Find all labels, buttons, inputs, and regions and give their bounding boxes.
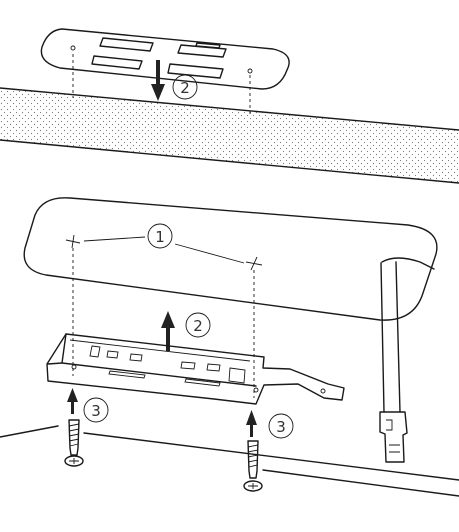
svg-text:3: 3: [91, 402, 101, 420]
callout-3-right: 3: [268, 413, 294, 439]
mounting-bracket: [46, 333, 345, 405]
ceiling-slab: [0, 87, 459, 184]
callout-2-bottom: 2: [185, 312, 211, 338]
callout-1: 1: [147, 223, 173, 249]
device-unit: [40, 28, 290, 90]
screw-icon: [64, 419, 84, 467]
network-cable-rj45-icon: [379, 261, 408, 463]
svg-text:3: 3: [276, 418, 286, 436]
alignment-lines-top: [72, 54, 251, 115]
svg-text:1: 1: [155, 228, 165, 246]
svg-text:2: 2: [193, 317, 203, 335]
callout-2-top: 2: [172, 74, 198, 100]
arrow-up-icon: [246, 410, 257, 437]
lower-surface: [0, 425, 459, 497]
arrow-up-icon: [67, 388, 78, 414]
arrow-down-icon: [151, 60, 165, 101]
screw-icon: [243, 440, 263, 492]
ceiling-panel: [23, 197, 438, 321]
svg-text:2: 2: [180, 79, 190, 97]
arrow-up-icon: [161, 311, 175, 351]
callout-3-left: 3: [83, 397, 109, 423]
